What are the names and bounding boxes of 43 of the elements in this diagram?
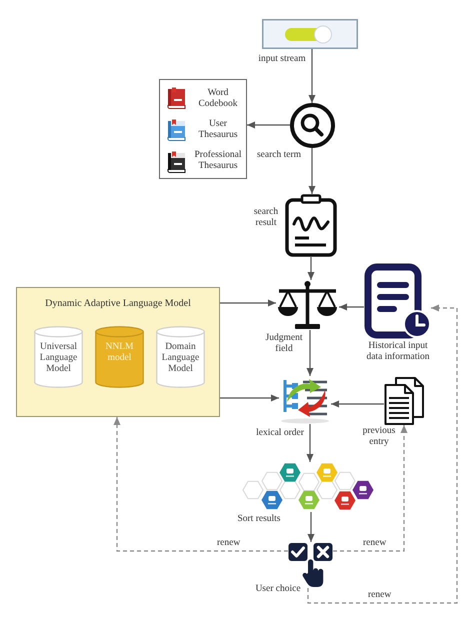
clipboard-icon (285, 194, 337, 257)
arrow (308, 49, 316, 103)
node-caption: search result (252, 207, 280, 229)
arrow (306, 330, 314, 376)
node-caption: lexical order (255, 428, 305, 439)
resource-label: Professional Thesaurus (194, 150, 242, 172)
resource-label: User Thesaurus (197, 119, 239, 141)
database-cylinder (34, 326, 83, 388)
search-icon (290, 103, 335, 148)
model-panel (16, 287, 220, 417)
arrow (331, 400, 384, 408)
arrow (339, 304, 364, 310)
cylinder-label: NNLM model (104, 342, 134, 364)
sorted-list-icon (279, 376, 331, 424)
arrow (220, 300, 276, 306)
arrow (308, 148, 316, 194)
dictionary-panel (159, 79, 247, 179)
arrow (308, 257, 314, 280)
arrow (247, 122, 290, 128)
database-cylinder (156, 326, 205, 388)
node-caption: previous entry (362, 426, 396, 448)
node-caption: User choice (254, 584, 302, 595)
node-caption: Historical input data information (365, 341, 431, 363)
arrow (220, 394, 279, 402)
cylinder-label: Domain Language Model (160, 342, 200, 375)
arrow (308, 512, 314, 542)
node-caption: search term (256, 150, 302, 161)
scales-icon (276, 280, 339, 330)
dashed-arrow (114, 417, 288, 552)
document-clock-icon (364, 263, 431, 339)
hexagon-grid-drawing (243, 462, 375, 512)
panel-title: Dynamic Adaptive Language Model (44, 298, 192, 310)
node-caption: Judgment field (264, 333, 304, 355)
dashed-arrow (307, 304, 458, 604)
cylinder-label: Universal Language Model (38, 342, 78, 375)
database-cylinder (95, 326, 144, 388)
dashed-arrow (333, 425, 408, 552)
node-caption: Sort results (236, 514, 282, 525)
documents-icon (384, 377, 424, 425)
toggle-switch-icon (262, 19, 358, 49)
arrow (306, 424, 314, 462)
resource-label: Word Codebook (197, 88, 239, 110)
node-caption: input stream (257, 54, 307, 65)
